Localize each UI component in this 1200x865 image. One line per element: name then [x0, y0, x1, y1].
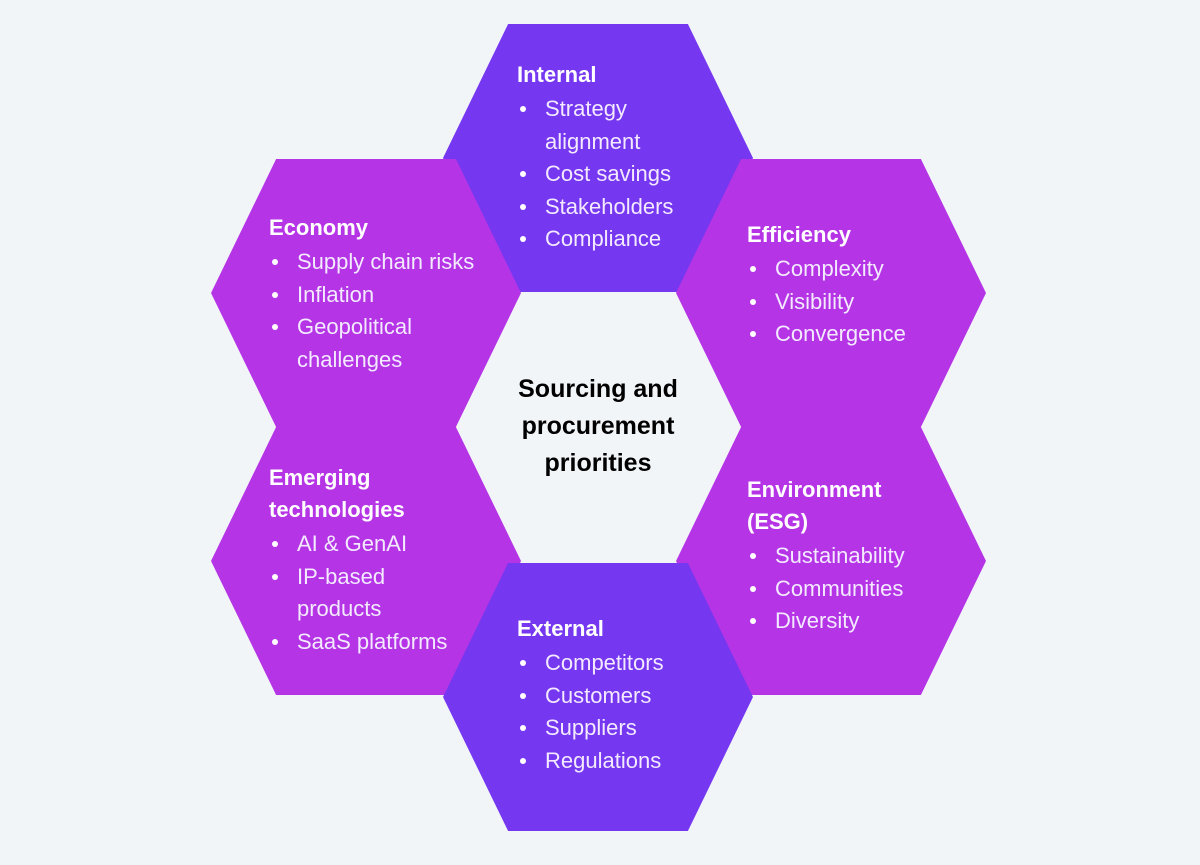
list-item: Regulations: [517, 745, 717, 778]
hexagon-item-list: Competitors Customers Suppliers Regulati…: [517, 647, 717, 777]
list-item: Customers: [517, 680, 717, 713]
hexagon-economy: [211, 159, 521, 427]
list-item: Visibility: [747, 286, 947, 319]
hexagon-efficiency-content: Efficiency Complexity Visibility Converg…: [747, 219, 947, 351]
list-item: AI & GenAI: [269, 528, 479, 561]
hexagon-title: Emerging technologies: [269, 465, 405, 522]
list-item: Suppliers: [517, 712, 717, 745]
hexagon-title: Internal: [517, 62, 597, 87]
hexagon-external-content: External Competitors Customers Suppliers…: [517, 613, 717, 777]
hexagon-title: Efficiency: [747, 222, 851, 247]
hexagon-environment-content: Environment (ESG) Sustainability Communi…: [747, 474, 957, 638]
list-item: Compliance: [517, 223, 717, 256]
list-item: IP-based products: [269, 561, 407, 626]
list-item: Stakeholders: [517, 191, 717, 224]
hexagon-internal-content: Internal Strategy alignment Cost savings…: [517, 59, 717, 256]
hexagon-item-list: Complexity Visibility Convergence: [747, 253, 947, 351]
list-item: SaaS platforms: [269, 626, 479, 659]
list-item: Convergence: [747, 318, 947, 351]
list-item: Supply chain risks: [269, 246, 504, 279]
hexagon-title: Environment (ESG): [747, 477, 882, 534]
hexagon-economy-content: Economy Supply chain risks Inflation Geo…: [269, 212, 504, 376]
list-item: Geopolitical challenges: [269, 311, 437, 376]
list-item: Complexity: [747, 253, 947, 286]
hexagon-title: External: [517, 616, 604, 641]
hexagon-external: [443, 563, 753, 831]
hexagon-emerging-technologies-content: Emerging technologies AI & GenAI IP-base…: [269, 462, 479, 658]
center-title: Sourcing and procurement priorities: [518, 375, 678, 477]
list-item: Inflation: [269, 279, 504, 312]
hexagon-item-list: Sustainability Communities Diversity: [747, 540, 957, 638]
list-item: Communities: [747, 573, 957, 606]
list-item: Cost savings: [517, 158, 717, 191]
hexagon-item-list: Strategy alignment Cost savings Stakehol…: [517, 93, 717, 256]
hexagon-item-list: Supply chain risks Inflation Geopolitica…: [269, 246, 504, 376]
hexagon-title: Economy: [269, 215, 369, 240]
hexagon-efficiency: [676, 159, 986, 427]
list-item: Diversity: [747, 605, 957, 638]
list-item: Strategy alignment: [517, 93, 665, 158]
list-item: Competitors: [517, 647, 717, 680]
list-item: Sustainability: [747, 540, 957, 573]
hexagon-item-list: AI & GenAI IP-based products SaaS platfo…: [269, 528, 479, 658]
